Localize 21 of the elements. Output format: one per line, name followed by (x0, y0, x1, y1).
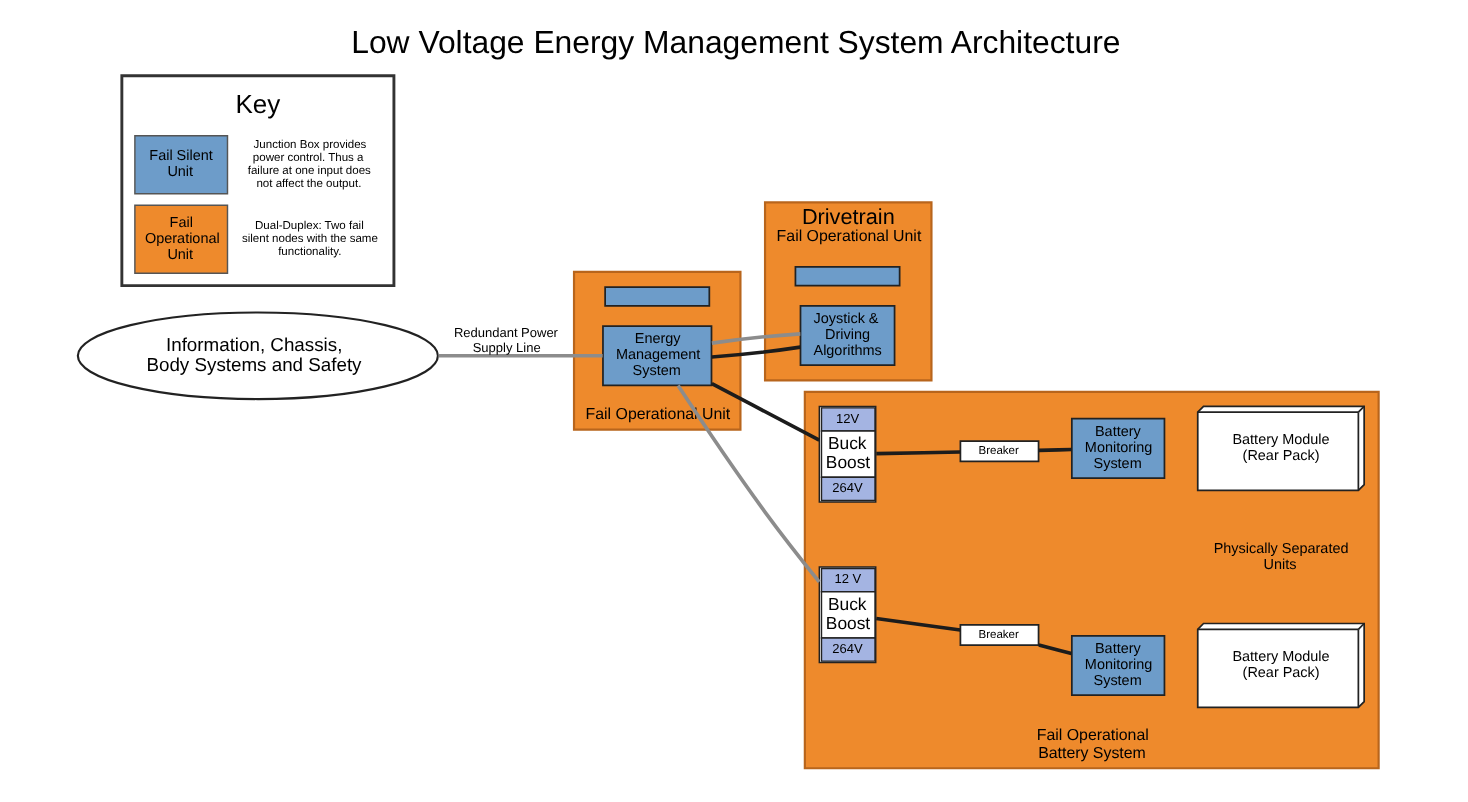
connector (1038, 643, 1072, 656)
connector (1038, 447, 1072, 453)
label: Physically Separated Units (1213, 538, 1349, 573)
node-box: Energy Management System (602, 325, 713, 387)
connector (876, 450, 961, 456)
node-box: Battery Monitoring System (1070, 417, 1166, 479)
label: Key (235, 89, 281, 120)
node-ellipse: Information, Chassis, Body Systems and Safety (76, 311, 439, 401)
node-box (604, 286, 711, 307)
connector (711, 332, 801, 345)
node-box: Battery Monitoring System (1070, 634, 1166, 696)
legend-label: Fail Silent Unit (149, 146, 213, 181)
connector (711, 345, 801, 359)
connector (711, 382, 821, 442)
legend-label: Fail Operational Unit (145, 212, 220, 263)
connector (676, 384, 821, 584)
connector (438, 353, 603, 358)
connector (876, 616, 961, 632)
node-box: Joystick & Driving Algorithms (799, 305, 896, 367)
diagram-title: Low Voltage Energy Management System Architecture (351, 27, 1121, 62)
node-box (794, 265, 901, 287)
